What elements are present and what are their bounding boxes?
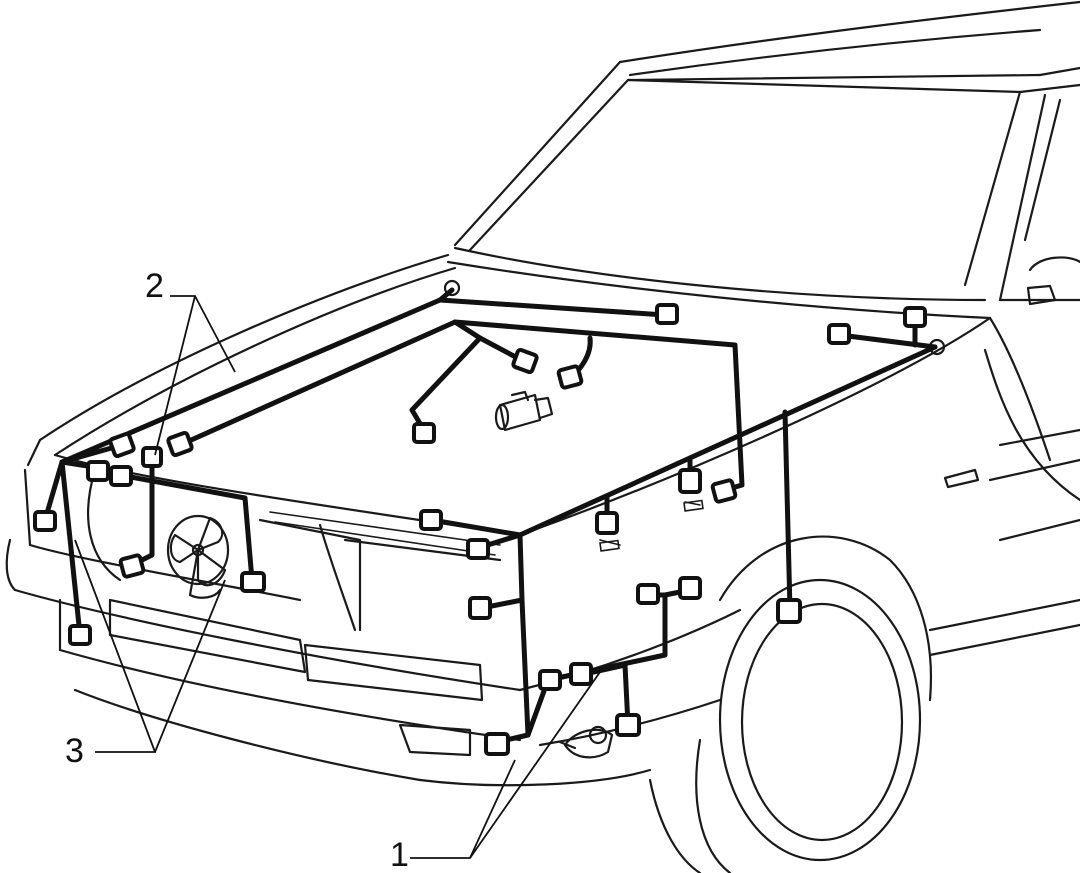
- connector: [109, 465, 133, 487]
- connector: [569, 662, 593, 686]
- connectors: [33, 303, 927, 756]
- small-lamp-icons: [599, 499, 704, 552]
- connector: [538, 669, 562, 691]
- connector: [466, 538, 490, 560]
- callout-leaders: [74, 295, 601, 859]
- connector: [827, 323, 851, 345]
- connector: [240, 571, 266, 593]
- connector: [86, 460, 110, 482]
- connector: [412, 422, 436, 444]
- connector: [776, 598, 802, 624]
- connector: [511, 347, 539, 375]
- connector: [710, 478, 738, 504]
- car-body-outline: [5, 0, 1080, 873]
- connector: [636, 583, 660, 605]
- connector: [678, 576, 702, 600]
- connector: [141, 446, 163, 468]
- callout-label-3: 3: [65, 732, 84, 770]
- callout-label-1: 1: [390, 836, 409, 873]
- connector: [108, 431, 136, 459]
- horn-icon: [558, 725, 614, 759]
- connector: [484, 732, 510, 756]
- connector: [655, 303, 679, 325]
- harness-1-wiring: [429, 317, 938, 745]
- connector: [615, 713, 641, 737]
- harness-2-wiring: [42, 287, 745, 638]
- connector: [903, 306, 927, 328]
- connector: [118, 553, 146, 579]
- callout-label-2: 2: [145, 267, 164, 305]
- connector: [556, 364, 584, 390]
- connector: [33, 510, 57, 532]
- starter-motor-icon: [494, 390, 554, 432]
- connector: [595, 511, 619, 535]
- cooling-fan-icon: [166, 514, 230, 599]
- connector: [166, 430, 194, 458]
- connector: [419, 509, 443, 531]
- connector: [468, 596, 492, 620]
- connector: [678, 468, 702, 494]
- connector: [68, 624, 92, 646]
